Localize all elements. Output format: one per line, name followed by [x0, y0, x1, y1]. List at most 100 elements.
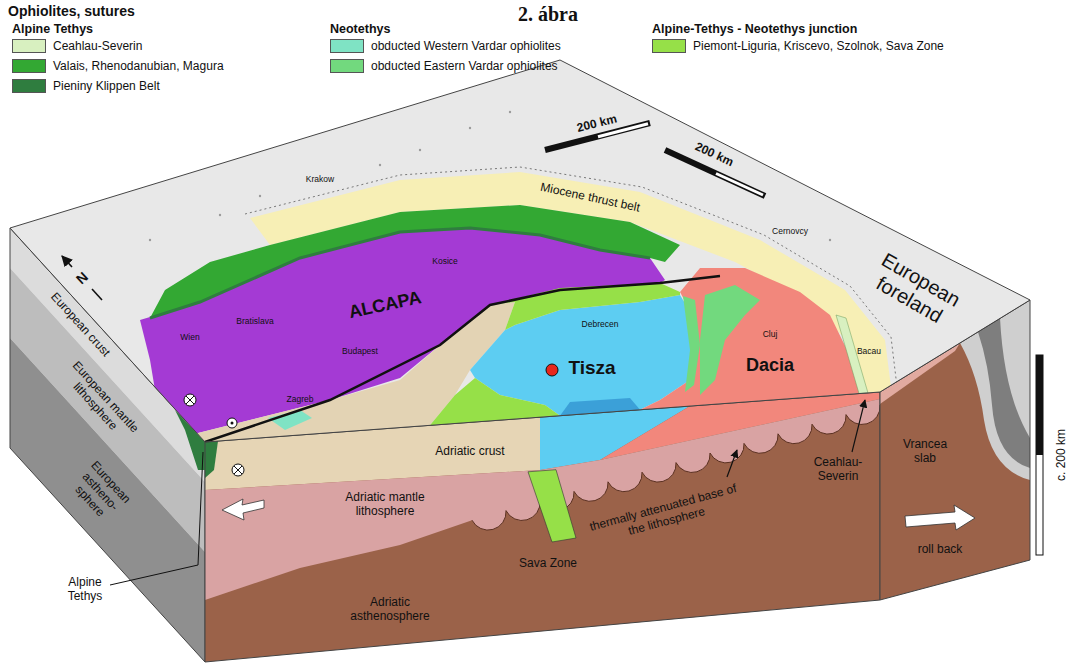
legend-swatch — [330, 59, 364, 73]
layer-label: European astheno- sphere — [64, 455, 136, 529]
map-shape — [234, 466, 242, 474]
map-shape — [1036, 355, 1043, 555]
scale-label: 200 km — [693, 140, 736, 170]
city-label: Bratislava — [236, 317, 273, 327]
legend-swatch — [330, 39, 364, 53]
legend-text: obducted Eastern Vardar ophiolites — [371, 59, 558, 73]
legend-item: obducted Western Vardar ophiolites — [330, 39, 561, 53]
map-shape — [469, 127, 471, 129]
city-label: Debrecen — [582, 320, 619, 330]
city-label: Krakow — [306, 175, 334, 185]
dacia — [640, 268, 860, 410]
annotation: thermally attenuated base of the lithosp… — [584, 481, 746, 549]
map-shape — [227, 418, 237, 428]
motion-label: roll back — [918, 543, 963, 557]
region-label: European foreland — [860, 245, 970, 335]
map-shape — [379, 164, 381, 166]
legend-item: obducted Eastern Vardar ophiolites — [330, 59, 558, 73]
sava-belt — [430, 378, 560, 425]
zone-label: Sava Zone — [519, 557, 577, 571]
legend-group: Alpine Tethys — [12, 22, 93, 36]
map-shape — [232, 464, 244, 476]
map-shape — [419, 149, 421, 151]
legend-swatch — [652, 39, 686, 53]
map-shape — [829, 239, 831, 241]
szolnok-belt — [490, 283, 680, 330]
top-face-outline — [10, 60, 1030, 442]
front-suture — [205, 441, 218, 478]
legend-swatch — [12, 59, 46, 73]
leader-arrow — [852, 400, 865, 452]
map-shape — [149, 239, 151, 241]
legend-swatch — [12, 39, 46, 53]
scale-label: c. 200 km — [1055, 429, 1069, 481]
out-of-plane-symbol — [232, 464, 244, 476]
map-shape — [184, 394, 196, 406]
legend-item: Valais, Rhenodanubian, Magura — [12, 59, 224, 73]
north-label: N — [73, 269, 91, 288]
sava-zone-wedge — [528, 470, 576, 542]
scale-label: 200 km — [576, 112, 619, 135]
suture-label: Alpine Tethys — [55, 576, 115, 604]
roll-back-arrow — [905, 505, 975, 530]
eastern-vardar — [700, 285, 760, 395]
layer-label: Adriatic mantle lithosphere — [328, 491, 443, 519]
city-label: Cernovcy — [772, 227, 808, 237]
map-shape — [231, 422, 234, 425]
layer-label: Adriatic asthenosphere — [343, 596, 438, 624]
foreland — [10, 60, 1030, 442]
motion-arrow — [222, 499, 264, 520]
legend-text: Valais, Rhenodanubian, Magura — [53, 59, 224, 73]
top-face — [10, 60, 1030, 442]
figure-title: 2. ábra — [518, 3, 578, 26]
leader-line — [110, 452, 203, 585]
map-shape — [186, 396, 194, 404]
slab-label: Vrancea slab — [898, 438, 953, 466]
legend-group: Alpine-Tethys - Neotethys junction — [652, 22, 857, 36]
map-shape — [509, 111, 511, 113]
city-label: Zagreb — [287, 395, 314, 405]
north-arrow — [62, 256, 72, 267]
legend-item: Piemont-Liguria, Kriscevo, Szolnok, Sava… — [652, 39, 944, 53]
city-label: Kosice — [432, 257, 458, 267]
legend-item: Pieniny Klippen Belt — [12, 79, 160, 93]
eastern-vardar — [683, 296, 700, 392]
map-shape — [186, 396, 194, 404]
city-label: Bacau — [857, 347, 881, 357]
terrane-label: ALCAPA — [347, 287, 423, 323]
location-dot — [546, 364, 558, 376]
legend-item: Ceahlau-Severin — [12, 39, 142, 53]
layer-label: European mantle lithosphere — [56, 356, 144, 449]
map-shape — [259, 195, 261, 197]
out-of-plane-symbol — [227, 418, 237, 428]
map-shape — [716, 174, 763, 196]
legend-heading: Ophiolites, sutures — [8, 3, 135, 19]
legend-swatch — [12, 79, 46, 93]
legend-text: Piemont-Liguria, Kriscevo, Szolnok, Sava… — [693, 39, 944, 53]
out-of-plane-symbol — [184, 394, 196, 406]
city-label: Cluj — [763, 330, 778, 340]
major-fault — [205, 276, 720, 442]
map-shape — [234, 466, 242, 474]
vrancea-slab — [978, 318, 1030, 468]
legend-text: Pieniny Klippen Belt — [53, 79, 160, 93]
leader-arrow — [727, 450, 737, 477]
legend-group: Neotethys — [330, 22, 390, 36]
legend-text: Ceahlau-Severin — [53, 39, 142, 53]
legend-text: obducted Western Vardar ophiolites — [371, 39, 561, 53]
map-shape — [219, 214, 221, 216]
city-label: Budapest — [342, 347, 378, 357]
terrane-label: Tisza — [568, 357, 615, 379]
region-label: Miocene thrust belt — [539, 181, 641, 216]
vertical-scale-bar — [1036, 355, 1043, 555]
city-label: Wien — [180, 333, 199, 343]
layer-label: European crust — [48, 290, 113, 359]
map-shape — [1036, 355, 1043, 455]
terrane-label: Dacia — [746, 355, 794, 376]
layer-label: Adriatic crust — [435, 445, 504, 459]
zone-label: Ceahlau- Severin — [808, 456, 868, 484]
north-arrow — [92, 289, 102, 300]
